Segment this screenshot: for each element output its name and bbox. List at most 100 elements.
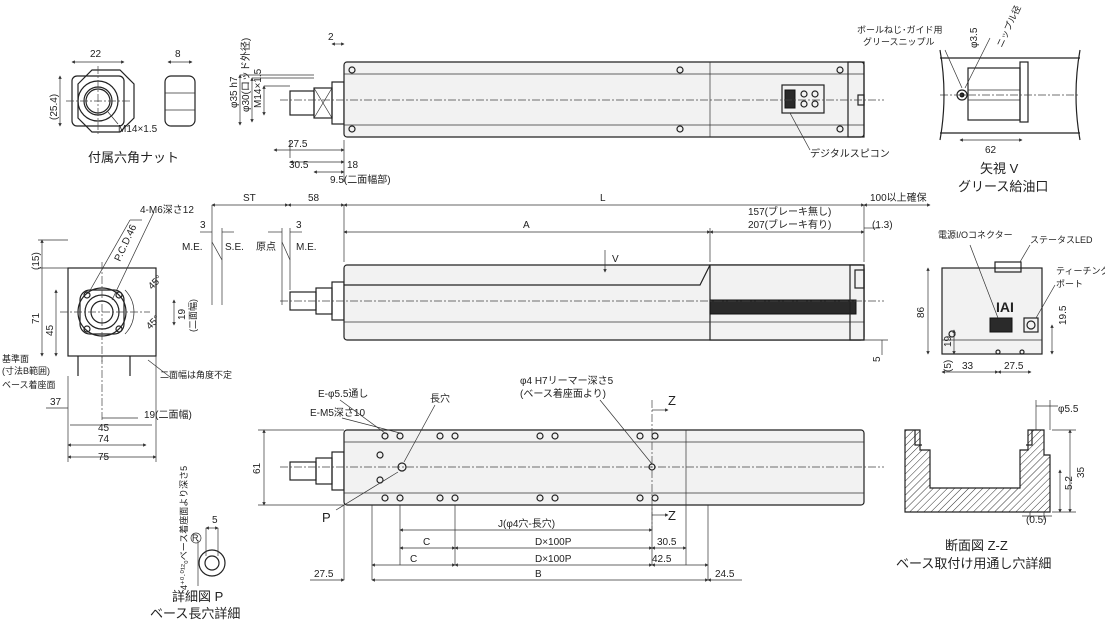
bottom-view	[258, 399, 884, 582]
section-hole-diameter: φ5.5	[1058, 404, 1079, 415]
bottom-dim-B: B	[535, 569, 542, 580]
hole-tapped: E-M5深さ10	[310, 407, 365, 419]
nut-height: (25.4)	[49, 94, 60, 120]
section-z-top: Z	[668, 393, 676, 408]
grease-label-2: グリースニップル	[863, 36, 935, 47]
nut-width: 22	[90, 49, 102, 60]
bottom-dim-D2: D×100P	[535, 554, 572, 565]
end-dim-15: (15)	[31, 252, 42, 270]
grease-width-62: 62	[985, 145, 997, 156]
stroke-end: S.E.	[225, 242, 244, 253]
bottom-dim-C1: C	[423, 537, 430, 548]
rear-logo: IAI	[996, 299, 1014, 315]
rod-outer-diameter: φ30(ロッド外径)	[239, 38, 252, 112]
dim-18: 18	[347, 160, 359, 171]
end-dim-37: 37	[50, 397, 62, 408]
brake-with: 207(ブレーキ有り)	[748, 218, 831, 231]
hex-nut-view	[58, 60, 196, 136]
teaching-port-2: ポート	[1056, 279, 1083, 289]
end-view	[38, 211, 176, 462]
dim-A: A	[523, 220, 530, 231]
end-dim-45: 45	[45, 324, 56, 336]
rod-diameter-h7: φ35 h7	[229, 76, 240, 108]
grease-view	[939, 37, 1081, 142]
home-position: 原点	[256, 241, 276, 253]
view-v-caption: 矢視 V	[980, 161, 1019, 176]
dim-L: L	[600, 193, 606, 204]
end-dim-19b: 19(二面幅)	[144, 408, 192, 421]
rear-dim-27-5: 27.5	[1004, 361, 1024, 372]
bottom-dim-24-5: 24.5	[715, 569, 735, 580]
rod-thread: M14×1.5	[253, 68, 264, 108]
top-view	[238, 42, 884, 182]
end-flats: (二面幅)	[187, 299, 198, 332]
section-dim-5-2: 5.2	[1064, 476, 1075, 490]
rear-dim-86: 86	[916, 306, 927, 318]
stroke-st: ST	[243, 193, 256, 204]
bottom-dim-D1: D×100P	[535, 537, 572, 548]
nut-caption: 付属六角ナット	[88, 150, 179, 165]
view-arrow-v: V	[612, 254, 619, 265]
dim-3-b: 3	[296, 220, 302, 231]
end-dim-19: 19	[177, 308, 188, 320]
teaching-port-1: ティーチング	[1056, 265, 1105, 276]
flats-note: 二面幅は角度不定	[160, 369, 232, 380]
ream-hole-note: (ベース着座面より)	[520, 387, 606, 400]
section-dim-35: 35	[1076, 466, 1087, 478]
end-dim-75: 75	[98, 452, 110, 463]
end-dim-45h: 45	[98, 423, 110, 434]
section-z-view	[904, 400, 1076, 520]
digital-speed-control-label: デジタルスピコン	[810, 147, 890, 160]
nut-thickness: 8	[175, 49, 181, 60]
detail-p-view	[190, 526, 226, 586]
reference-face-range: (寸法B範囲)	[2, 365, 50, 376]
end-bolt-pattern: 4-M6深さ12	[140, 204, 194, 216]
end-angle-1: 45°	[146, 274, 164, 292]
bottom-dim-C2: C	[410, 554, 417, 565]
detail-p-marker: P	[322, 510, 331, 525]
brake-none: 157(ブレーキ無し)	[748, 205, 831, 218]
detail-p-caption: 詳細図 P	[172, 589, 223, 604]
nut-thread: M14×1.5	[118, 124, 158, 135]
status-led: ステータスLED	[1030, 235, 1093, 245]
ream-hole: φ4 H7リーマー深さ5	[520, 375, 614, 387]
section-dim-0-5: (0.5)	[1026, 515, 1047, 526]
dim-27-5: 27.5	[288, 139, 308, 150]
dim-30-5: 30.5	[289, 160, 309, 171]
grease-label-1: ボールねじ･ガイド用	[857, 25, 943, 35]
section-z-bottom: Z	[668, 508, 676, 523]
section-subcaption: ベース取付け用通し穴詳細	[896, 556, 1051, 571]
base-seat-face: ベース着座面	[2, 379, 56, 390]
dim-1-3: (1.3)	[872, 220, 893, 231]
detail-dim-5: 5	[212, 515, 218, 526]
detail-p-subcaption: ベース長穴詳細	[150, 606, 240, 621]
dim-3-a: 3	[200, 220, 206, 231]
power-io-connector: 電源I/Oコネクター	[938, 230, 1013, 240]
rear-view	[926, 244, 1056, 374]
dim-58: 58	[308, 193, 320, 204]
mech-end-2: M.E.	[296, 242, 317, 253]
bottom-dim-61: 61	[252, 462, 263, 474]
grease-nipple-label: ニップル径	[994, 3, 1023, 48]
end-angle-2: 45°	[144, 314, 162, 332]
rear-dim-33: 33	[962, 361, 974, 372]
rear-dim-19: 19	[943, 335, 954, 347]
dim-2: 2	[328, 32, 334, 43]
rear-dim-19-5: 19.5	[1058, 305, 1069, 325]
detail-radius: R	[192, 533, 199, 543]
reference-face: 基準面	[2, 353, 29, 364]
view-v-subcaption: グリース給油口	[958, 179, 1048, 194]
bottom-dim-42-5: 42.5	[652, 554, 672, 565]
end-dim-71: 71	[31, 312, 42, 324]
bottom-dim-J: J(φ4穴-長穴)	[498, 517, 555, 530]
bottom-dim-27-5: 27.5	[314, 569, 334, 580]
dim-9-5: 9.5(二面幅部)	[330, 173, 391, 186]
bottom-dim-30-5: 30.5	[657, 537, 677, 548]
section-caption: 断面図 Z-Z	[945, 538, 1008, 553]
detail-depth-note: 4⁺⁰·⁰¹²₀ベース着座面より深さ5	[178, 466, 189, 590]
hole-through: E-φ5.5通し	[318, 388, 368, 400]
long-slot: 長穴	[430, 392, 450, 405]
side-view	[200, 203, 931, 355]
grease-nipple-diameter: φ3.5	[969, 27, 980, 48]
